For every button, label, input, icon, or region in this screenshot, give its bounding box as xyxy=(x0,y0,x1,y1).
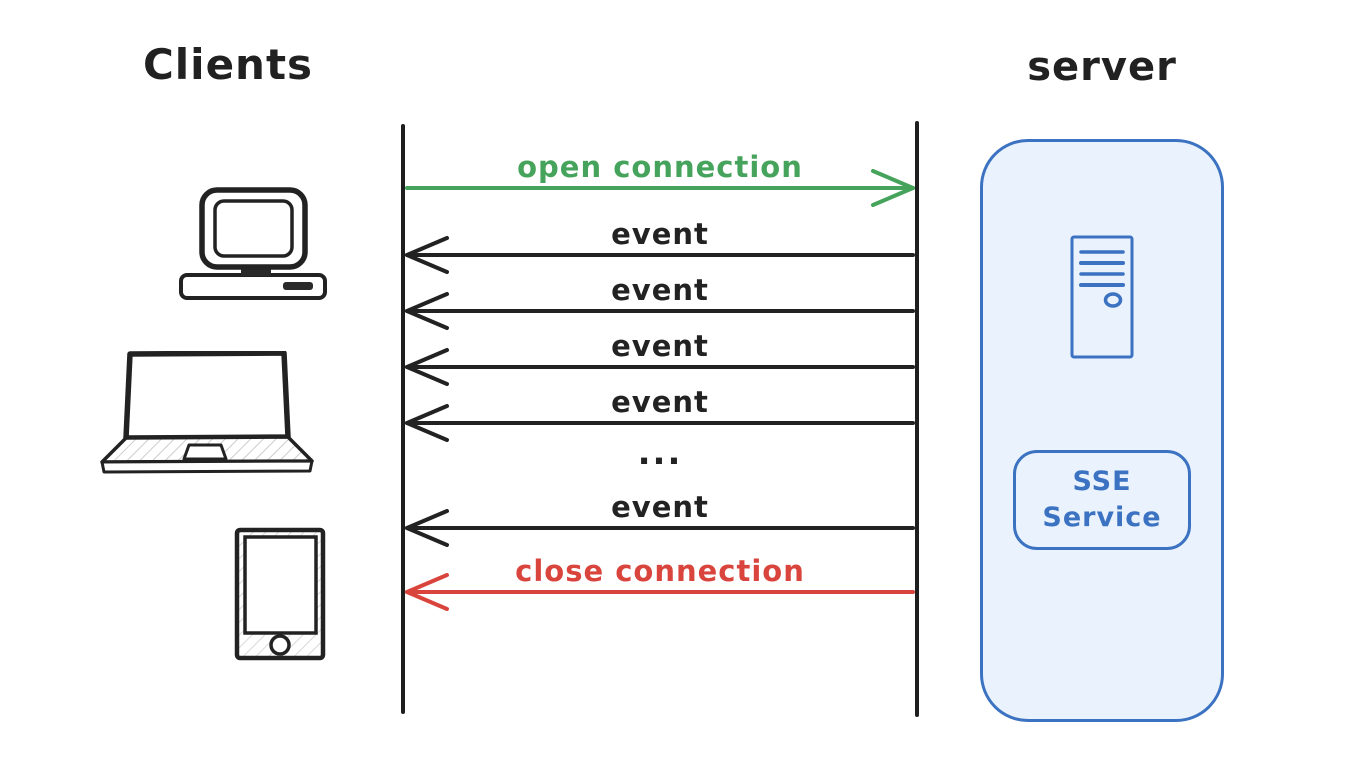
message-label: open connection xyxy=(517,150,803,184)
sse-service-label-line1: SSE xyxy=(1072,465,1132,497)
server-tower-icon xyxy=(1070,235,1134,359)
message-label: close connection xyxy=(515,554,805,588)
client-lifeline xyxy=(401,124,405,714)
clients-title: Clients xyxy=(142,40,314,89)
server-container: SSE Service xyxy=(980,139,1224,722)
message-arrow-left xyxy=(405,404,915,442)
message-arrow-left xyxy=(405,573,915,611)
message-arrow-left xyxy=(405,348,915,386)
tablet-icon xyxy=(233,526,329,670)
message-arrow-left xyxy=(405,509,915,547)
message-arrow-left xyxy=(405,236,915,274)
laptop-icon xyxy=(96,350,316,479)
server-title: server xyxy=(1027,44,1177,90)
message-arrow-left xyxy=(405,292,915,330)
sse-service-box: SSE Service xyxy=(1013,450,1191,550)
desktop-computer-icon xyxy=(179,187,327,307)
message-label: event xyxy=(611,273,709,307)
server-lifeline xyxy=(915,121,919,717)
message-label: event xyxy=(611,217,709,251)
ellipsis-label: ... xyxy=(637,433,683,473)
message-label: event xyxy=(611,490,709,524)
message-label: event xyxy=(611,329,709,363)
message-arrow-right xyxy=(405,169,915,207)
message-label: event xyxy=(611,385,709,419)
sse-service-label-line2: Service xyxy=(1042,502,1162,533)
